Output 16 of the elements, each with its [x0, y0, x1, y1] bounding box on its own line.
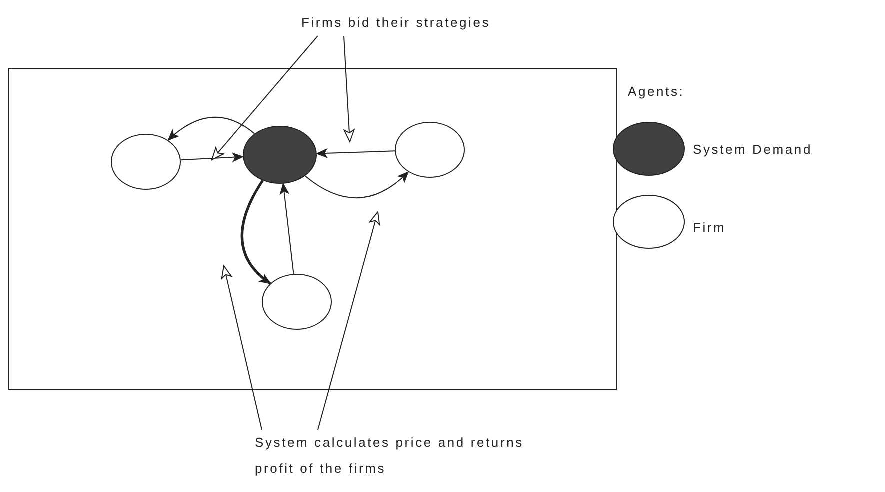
leader-line	[221, 266, 262, 430]
arrow	[304, 171, 410, 199]
arrow	[180, 152, 244, 162]
leader-line	[344, 36, 355, 142]
annotation-text: System calculates price and returns profit of the firms	[255, 430, 540, 482]
leader-line	[212, 36, 318, 160]
arrow	[316, 148, 396, 158]
legend-label: System Demand	[693, 142, 812, 157]
arrow	[280, 182, 294, 275]
legend-heading: Agents:	[628, 84, 685, 99]
legend-label: Firm	[693, 220, 726, 235]
arrow	[241, 180, 272, 285]
system-frame	[8, 68, 617, 390]
annotation-text: Firms bid their strategies	[268, 10, 524, 36]
leader-line	[318, 212, 380, 430]
arrow	[168, 117, 256, 142]
